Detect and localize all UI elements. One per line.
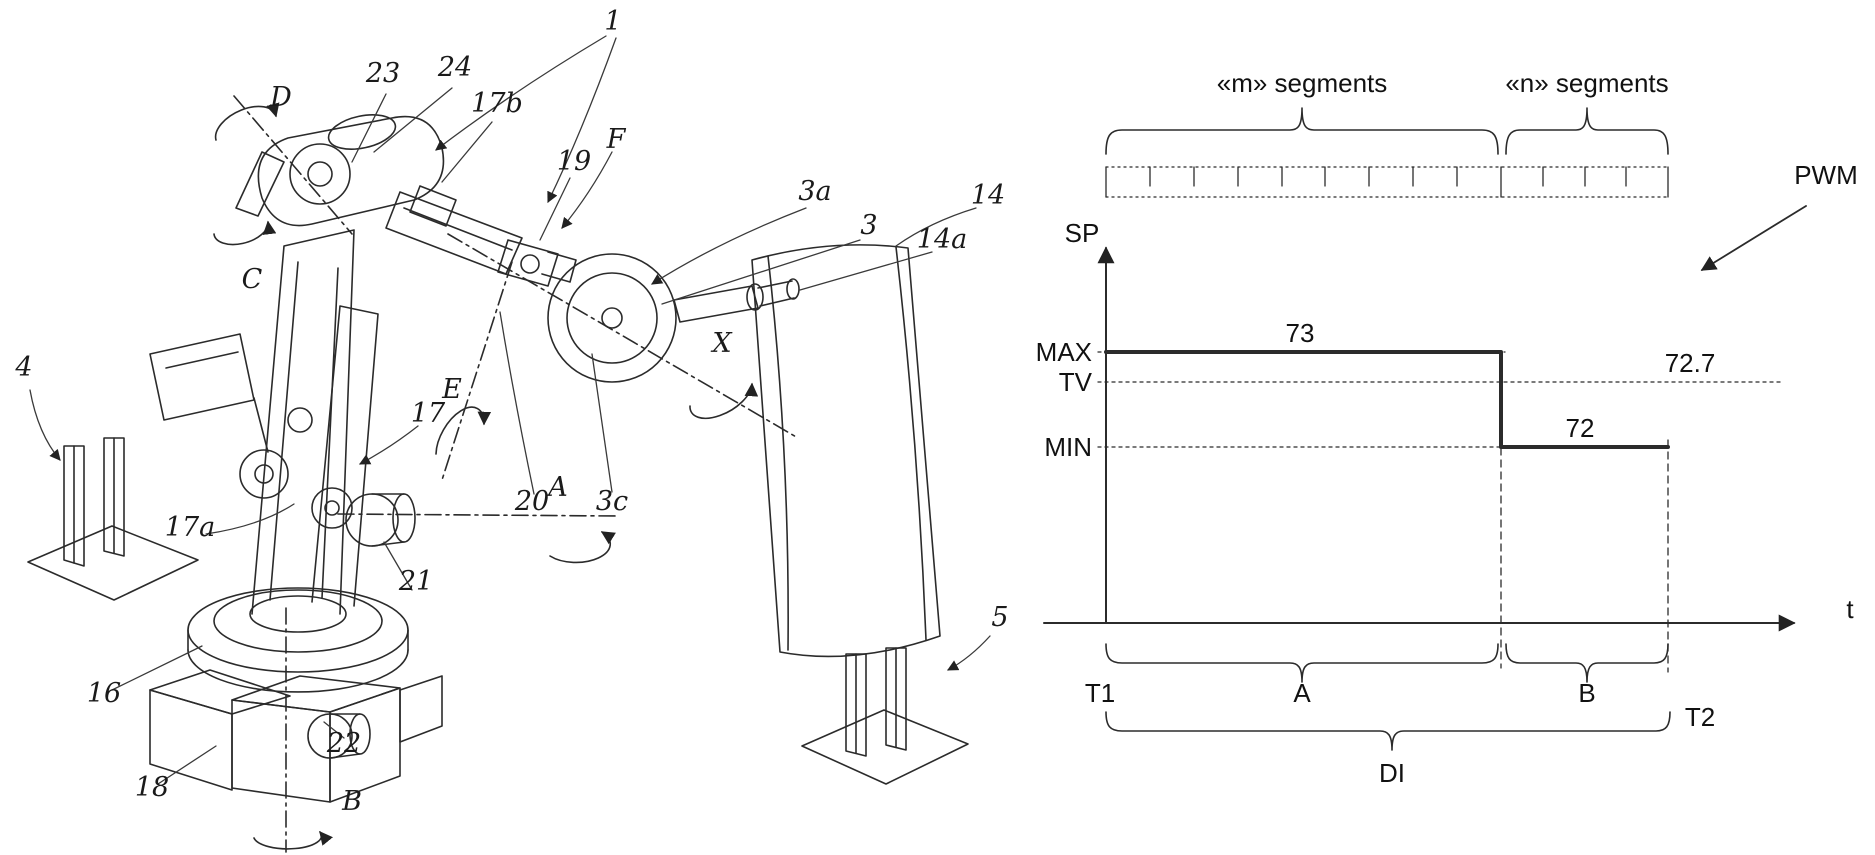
leader-17a (205, 503, 295, 535)
ref-label-f: F (606, 124, 627, 155)
leader-4 (29, 389, 61, 461)
axis-x-centerline (447, 233, 799, 439)
ref-label-14: 14 (971, 180, 1005, 211)
axis-e-centerline (441, 261, 513, 481)
ref-label-1: 1 (604, 6, 621, 37)
leader-3a (651, 207, 807, 285)
ref-label-21: 21 (398, 566, 433, 597)
leader-24 (373, 87, 453, 153)
interval-b-brace (1505, 643, 1669, 683)
leader-20 (499, 311, 535, 495)
rotation-arrow-b (253, 830, 333, 850)
leader-f (561, 151, 613, 229)
sp-axis-label: SP (1065, 218, 1100, 248)
leader-3 (661, 239, 861, 305)
ref-label-17b: 17b (471, 88, 523, 119)
ref-label-14a: 14a (917, 224, 967, 255)
ref-label-19: 19 (557, 146, 591, 177)
leader-1b (547, 37, 617, 203)
interval-b-label: B (1578, 678, 1595, 708)
m-segments-brace (1105, 107, 1499, 155)
t-axis-label: t (1846, 594, 1854, 624)
rotation-arrow-x (689, 382, 759, 420)
t2-label: T2 (1685, 702, 1715, 732)
interval-a-label: A (1293, 678, 1311, 708)
leader-1a (435, 35, 607, 151)
value-72: 72 (1566, 413, 1595, 443)
max-level-label: MAX (1036, 337, 1092, 367)
counterweight-bracket (149, 333, 255, 421)
reference-labels: 1 D 23 24 17b 19 F C 3a 3 14a 14 4 17 E … (14, 6, 1008, 817)
ref-label-3: 3 (860, 210, 877, 241)
interval-a-brace (1105, 643, 1499, 683)
pwm-arrow (1700, 205, 1807, 271)
fixture-left (27, 437, 199, 601)
robot-arm-links (149, 229, 379, 615)
leader-18 (157, 745, 217, 785)
ref-label-b: B (341, 786, 362, 817)
tool-disc (547, 253, 800, 383)
t1-label: T1 (1085, 678, 1115, 708)
leader-23 (351, 93, 387, 163)
leader-17b (441, 121, 493, 183)
ref-label-3a: 3a (798, 176, 831, 207)
leader-21 (383, 541, 413, 591)
leader-19 (539, 177, 571, 241)
timing-diagram: «m» segments «n» segments PWM SP t MAX T… (1036, 68, 1858, 788)
ref-label-x: X (710, 328, 733, 359)
leader-5 (947, 635, 991, 671)
n-segments-brace (1505, 107, 1669, 155)
m-segments-label: «m» segments (1217, 68, 1388, 98)
ref-label-c: C (242, 264, 263, 295)
pwm-label: PWM (1794, 160, 1858, 190)
ref-label-22: 22 (326, 728, 361, 759)
ref-label-3c: 3c (596, 486, 628, 517)
ref-label-d: D (269, 82, 292, 113)
rotation-arrow-e (435, 406, 492, 455)
ruler-ticks-m (1149, 166, 1458, 187)
leader-14a (799, 251, 933, 291)
ref-label-23: 23 (365, 58, 400, 89)
ruler-ticks-n (1542, 166, 1627, 187)
rotation-arrow-a (549, 531, 616, 564)
ref-label-4: 4 (14, 352, 32, 383)
rotation-arrow-d (214, 102, 280, 141)
value-73: 73 (1286, 318, 1315, 348)
n-segments-label: «n» segments (1505, 68, 1668, 98)
ref-label-17: 17 (411, 398, 446, 429)
fixture-right (801, 647, 969, 785)
robot-base-turntable (149, 587, 443, 803)
ref-label-a: A (545, 472, 568, 503)
ref-label-17a: 17a (165, 512, 215, 543)
leader-14 (895, 207, 977, 247)
leader-17 (359, 425, 419, 465)
interval-braces (1105, 643, 1671, 751)
leader-22 (323, 721, 345, 739)
robot-arm-drawing (27, 35, 991, 853)
segment-braces (1105, 107, 1669, 155)
leader-16 (111, 645, 203, 691)
robot-upper-arm-wrist (385, 185, 577, 287)
ref-label-e: E (441, 374, 462, 405)
value-72-7: 72.7 (1665, 348, 1716, 378)
ref-label-5: 5 (991, 602, 1008, 633)
leader-3c (591, 353, 613, 493)
ref-label-20: 20 (514, 486, 549, 517)
interval-di-brace (1105, 711, 1671, 751)
rotation-arrow-c (213, 220, 277, 246)
ref-label-24: 24 (437, 52, 472, 83)
flag-workpiece (751, 244, 941, 658)
axis-a-centerline (337, 513, 619, 517)
segment-ruler (1105, 166, 1669, 198)
axis-d-centerline (233, 95, 353, 235)
elbow-joint-cylinder (345, 493, 416, 547)
ref-label-18: 18 (135, 772, 169, 803)
ref-label-16: 16 (87, 678, 121, 709)
min-level-label: MIN (1044, 432, 1092, 462)
leader-lines (29, 35, 991, 785)
interval-di-label: DI (1379, 758, 1405, 788)
tv-level-label: TV (1059, 367, 1093, 397)
